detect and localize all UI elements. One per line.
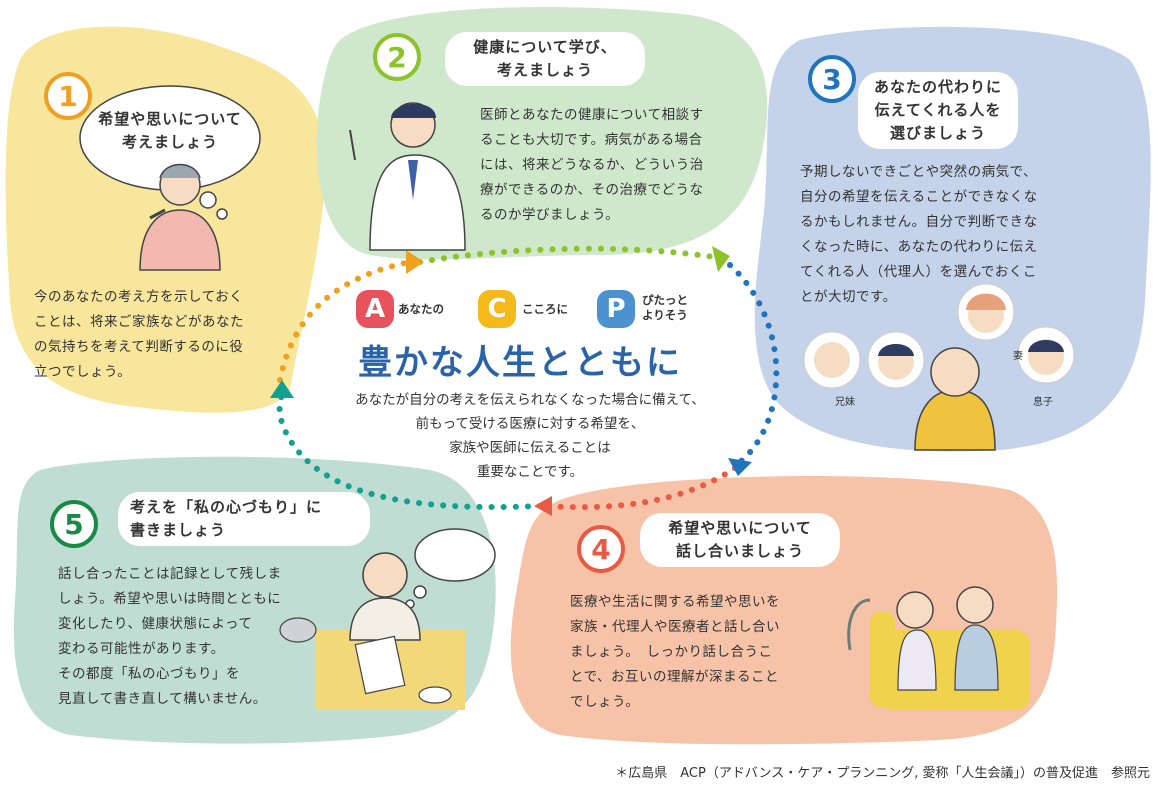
step1-text: 今のあなたの考え方を示しておく ことは、将来ご家族などがあなた の気持ちを考えて… [34,285,244,385]
arrow-2-to-3 [417,245,723,265]
center-description-line: あなたが自分の考えを伝えられなくなった場合に備えて、 [355,392,705,408]
acp-label-p-line1: ぴたっと [642,293,688,307]
step1-title-line2: 考えましょう [121,133,218,151]
step1-text-line: 立つでしょう。 [34,364,132,380]
step3-number: 3 [808,55,856,103]
step2-number: 2 [373,33,421,81]
step3-text-line: くなった時に、あなたの代わりに伝え [800,239,1038,255]
acp-badge-a: A [356,290,394,328]
step4-text-line: でしょう。 [570,694,640,710]
cycle-arrows [276,245,780,511]
step3-title: あなたの代わりに 伝えてくれる人を 選びましょう [858,72,1018,149]
couple-on-sofa-illustration [847,586,1030,710]
step3-text-line: 自分の希望を伝えることができなくな [800,189,1038,205]
step2-title-line1: 健康について学び、 [473,38,617,56]
acp-label-p: ぴたっと よりそう [642,293,688,323]
step4-number: 4 [577,525,625,573]
footer-source-note: ＊広島県 ACP（アドバンス・ケア・プランニング, 愛称「人生会議」）の普及促進… [615,766,1150,781]
step5-text-line: 話し合ったことは記録として残しま [58,566,282,582]
step3-title-line3: 選びましょう [889,124,986,142]
doctor-illustration [349,102,466,251]
step3-text-line: るかもしれません。自分で判断できな [800,214,1038,230]
acp-badge-c: C [478,290,516,328]
thinking-man-illustration [139,163,221,271]
step3-text-line: 予期しないできごとや突然の病気で、 [800,164,1038,180]
step2-text-line: には、将来どうなるか、どういう治 [480,157,704,173]
arrowhead-5 [534,496,552,516]
label-sibling: 兄妹 [835,397,855,408]
center-description: あなたが自分の考えを伝えられなくなった場合に備えて、 前もって受ける医療に対する… [300,388,760,484]
step3-text: 予期しないできごとや突然の病気で、 自分の希望を伝えることができなくな るかもし… [800,160,1038,310]
step5-text-line: 変わる可能性があります。 [58,641,225,657]
center-description-line: 重要なことです。 [476,464,584,480]
step2-title-line2: 考えましょう [496,61,593,79]
step4-text-line: 家族・代理人や医療者と話し合い [570,619,780,635]
acp-label-a: あなたの [398,302,444,316]
step5-number: 5 [50,500,98,548]
step2-text-line: 医師とあなたの健康について相談す [480,107,704,123]
arrowhead-3 [712,246,730,272]
center-title: 豊かな人生とともに [358,343,682,383]
step4-title: 希望や思いについて 話し合いましょう [640,513,840,567]
arrowhead-1 [270,380,294,398]
step1-title-line1: 希望や思いについて [98,110,242,128]
acp-badge-p: P [597,290,635,328]
step5-text-line: その都度「私の心づもり」を [58,666,240,682]
step3-text-line: てくれる人（代理人）を選んでおくこ [800,264,1037,280]
step4-text-line: ましょう。 しっかり話し合うこ [570,644,773,660]
step5-text-line: 見直して書き直して構いません。 [58,691,267,707]
arrowhead-4 [728,458,752,476]
step5-title: 考えを「私の心づもり」に 書きましょう [118,492,370,546]
step4-text-line: とで、お互いの理解が深まること [570,669,780,685]
step3-title-line1: あなたの代わりに [873,78,1002,96]
step3-text-line: とが大切です。 [800,289,897,305]
step1-title: 希望や思いについて 考えましょう [85,108,255,154]
step4-text: 医療や生活に関する希望や思いを 家族・代理人や医療者と話し合い ましょう。 しっ… [570,590,780,715]
step1-text-line: 今のあなたの考え方を示しておく [34,289,244,305]
step1-number: 1 [44,72,92,120]
center-description-line: 家族や医師に伝えることは [449,440,611,456]
step1-text-line: ことは、将来ご家族などがあなた [34,314,244,330]
step2-text-line: 療ができるのか、その治療でどうな [480,182,704,198]
step5-title-line2: 書きましょう [130,521,227,539]
step1-text-line: の気持ちを考えて判断するのに役 [34,339,244,355]
step5-text-line: 変化したり、健康状態によって [58,616,253,632]
label-son: 息子 [1033,397,1053,408]
step4-title-line1: 希望や思いについて [668,519,812,537]
center-description-line: 前もって受ける医療に対する希望を、 [415,416,645,432]
arrow-3-to-4 [727,262,780,465]
step2-text-line: るのか学びましょう。 [480,207,620,223]
family-illustration [803,283,1075,451]
writing-man-illustration [279,552,465,710]
step5-text-line: しょう。希望や思いは時間とともに [58,591,282,607]
acp-label-c: こころに [522,302,568,316]
step3-title-line2: 伝えてくれる人を [874,101,1002,119]
step4-text-line: 医療や生活に関する希望や思いを [570,594,780,610]
step5-text: 話し合ったことは記録として残しま しょう。希望や思いは時間とともに 変化したり、… [58,562,282,712]
thought-bubble-5 [405,528,496,609]
step2-title: 健康について学び、 考えましょう [445,32,645,86]
arrow-1-to-2 [277,259,413,383]
step2-text: 医師とあなたの健康について相談す ることも大切です。病気がある場合 には、将来ど… [480,103,704,228]
step5-title-line1: 考えを「私の心づもり」に [130,498,323,516]
step2-text-line: ることも大切です。病気がある場合 [480,132,703,148]
arrowhead-2 [406,250,424,274]
acp-label-p-line2: よりそう [642,308,688,322]
label-wife: 妻 [1013,351,1023,362]
step4-title-line2: 話し合いましょう [675,542,804,560]
arrow-4-to-5 [542,465,738,511]
